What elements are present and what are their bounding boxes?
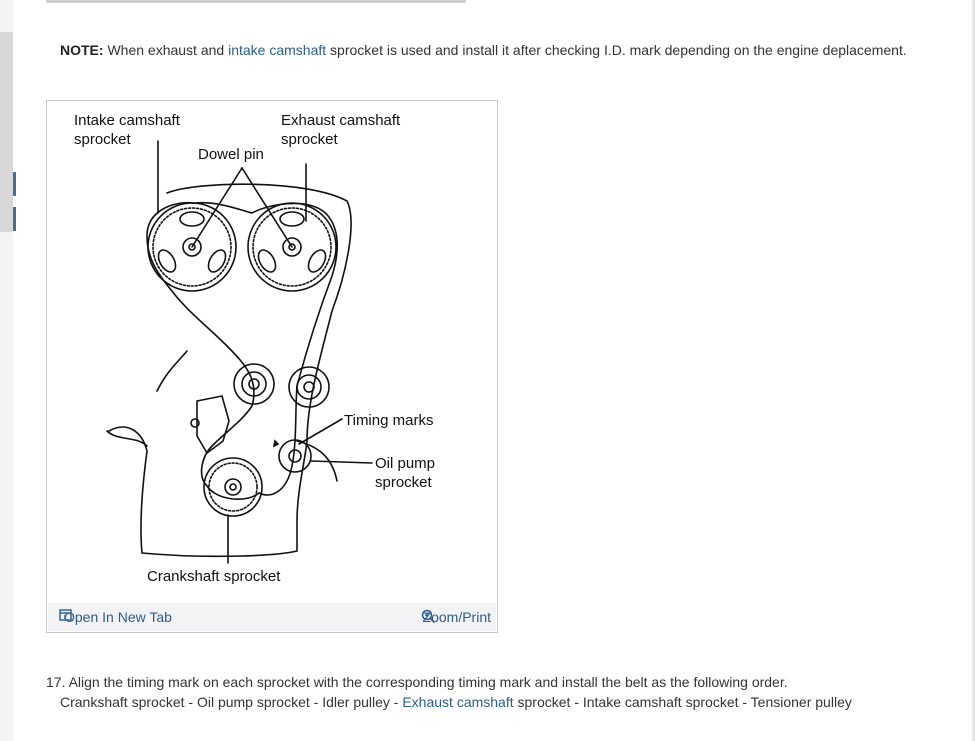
sprocket-window [307, 249, 327, 273]
step-17-line2: Crankshaft sprocket - Oil pump sprocket … [46, 692, 852, 712]
intake-label-line2: sprocket [74, 131, 132, 148]
dowel-pin [288, 243, 296, 251]
sprocket-window [279, 211, 305, 227]
note-text: When exhaust and [103, 42, 229, 58]
step-17-line1: 17. Align the timing mark on each sprock… [46, 674, 788, 690]
zoom-print-label: Zoom/Print [422, 609, 491, 625]
dowel-pin-label: Dowel pin [198, 146, 264, 163]
timing-belt [146, 201, 338, 500]
timing-marks-leader-line [298, 418, 343, 445]
crankshaft-label: Crankshaft sprocket [147, 568, 281, 585]
left-panel-edge [0, 0, 16, 741]
sprocket-window [157, 249, 177, 273]
note-text: sprocket is used and install it after ch… [326, 42, 907, 58]
open-in-new-tab-label: Open In New Tab [64, 609, 172, 625]
exhaust-label-line2: sprocket [281, 131, 339, 148]
zoom-print-link[interactable]: Zoom/Print [421, 609, 491, 625]
bracket-bolt [190, 418, 200, 428]
engine-outline [156, 350, 188, 392]
crankshaft-sprocket-hub [224, 478, 242, 496]
tensioner-pulley [288, 366, 330, 408]
intake-camshaft-link[interactable]: intake camshaft [228, 42, 327, 58]
dowel-leader-line [191, 167, 243, 248]
exhaust-sprocket-teeth [252, 207, 332, 287]
intake-sprocket-teeth [152, 207, 232, 287]
dowel-leader-line [241, 167, 293, 248]
oil-pump-label-line1: Oil pump [375, 455, 435, 472]
engine-outline [108, 183, 352, 558]
crankshaft-sprocket-teeth [208, 462, 258, 512]
side-marker [13, 207, 16, 231]
intake-sprocket-hub [182, 237, 202, 257]
timing-belt-diagram: Intake camshaft sprocket Exhaust camshaf… [74, 112, 435, 585]
sprocket-window [207, 249, 227, 273]
top-divider [46, 0, 466, 3]
oil-pump-label-line2: sprocket [375, 474, 433, 491]
idler-pulley [233, 363, 275, 405]
note-prefix: NOTE: [60, 42, 104, 58]
exhaust-camshaft-sprocket [247, 202, 337, 292]
oil-pump-sprocket-hub [288, 449, 302, 463]
step-17: 17. Align the timing mark on each sprock… [46, 672, 852, 712]
timing-marks-label: Timing marks [344, 412, 433, 429]
exhaust-camshaft-link[interactable]: Exhaust camshaft [402, 694, 514, 710]
tensioner-pulley-inner [296, 374, 322, 400]
exhaust-sprocket-hub [282, 237, 302, 257]
dowel-pin [188, 243, 196, 251]
oil-pump-leader-line [310, 460, 373, 464]
sprocket-window [257, 249, 277, 273]
intake-camshaft-sprocket [147, 202, 237, 292]
engine-outline [106, 430, 148, 447]
idler-pulley-hub [248, 378, 260, 390]
scrollbar-thumb[interactable] [0, 32, 13, 232]
open-in-new-tab-link[interactable]: Open In New Tab [59, 609, 172, 625]
step-text: sprocket - Intake camshaft sprocket - Te… [513, 694, 852, 710]
side-marker [13, 172, 16, 196]
intake-label-line1: Intake camshaft [74, 112, 181, 129]
tensioner-bracket [196, 395, 230, 455]
tensioner-pulley-hub [303, 381, 315, 393]
exhaust-label-line1: Exhaust camshaft [281, 112, 401, 129]
timing-mark [272, 439, 280, 448]
crankshaft-sprocket-center [229, 483, 237, 491]
crankshaft-sprocket [203, 457, 263, 517]
step-text: Crankshaft sprocket - Oil pump sprocket … [60, 694, 403, 710]
sprocket-window [179, 211, 205, 227]
timing-belt-figure: Intake camshaft sprocket Exhaust camshaf… [46, 100, 498, 633]
note-paragraph: NOTE: When exhaust and intake camshaft s… [60, 42, 907, 58]
figure-footer: Open In New Tab Zoom/Print [48, 603, 496, 631]
oil-pump-sprocket [278, 439, 312, 473]
idler-pulley-inner [241, 371, 267, 397]
right-edge [972, 0, 975, 741]
